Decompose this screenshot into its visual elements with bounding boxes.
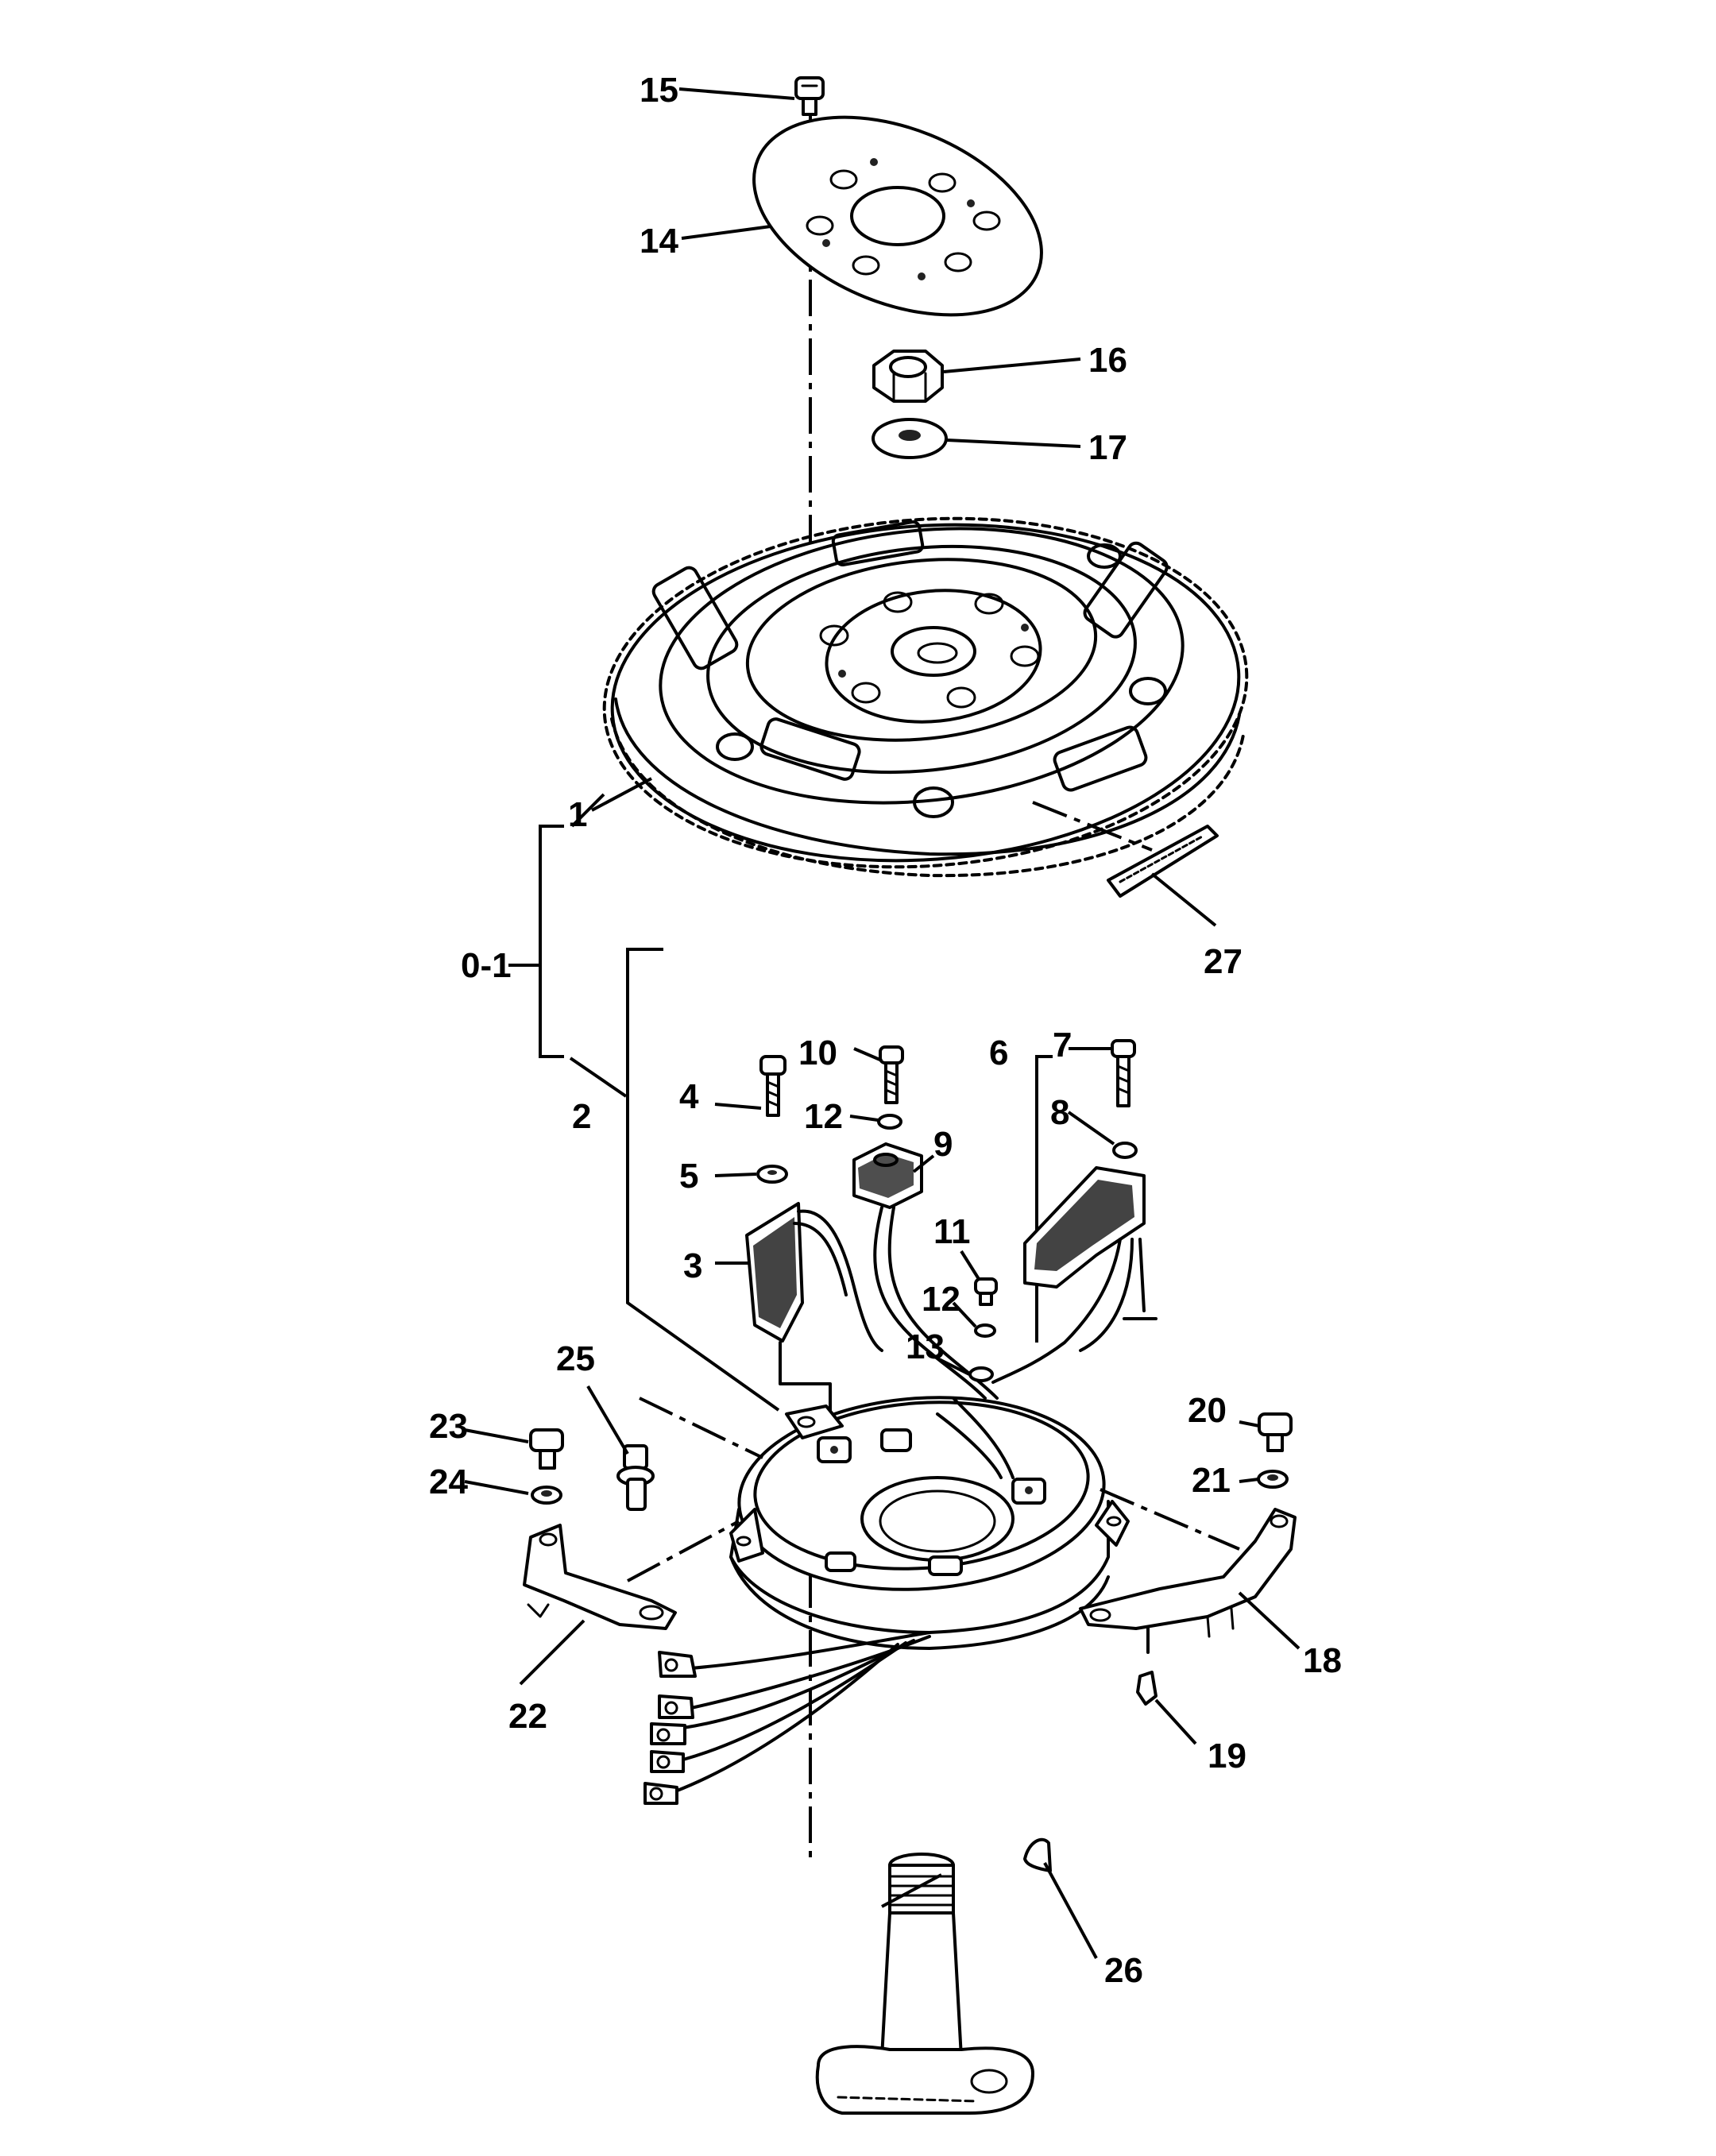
assembly-bracket-0-1 [508, 793, 628, 1098]
callout-27: 27 [1204, 942, 1243, 981]
callout-11: 11 [933, 1212, 971, 1251]
callout-6: 6 [989, 1034, 1008, 1072]
leader-lines [464, 87, 1301, 1959]
callout-23: 23 [429, 1407, 468, 1446]
part-15-screw [794, 76, 825, 116]
part-27-decal [1032, 801, 1219, 898]
part-21-washer [1257, 1470, 1289, 1489]
callout-13: 13 [906, 1327, 945, 1366]
part-24-washer [531, 1486, 562, 1505]
crankshaft [815, 1853, 1034, 2115]
part-23-screw [529, 1428, 564, 1470]
part-12-washer-upper [877, 1114, 902, 1130]
part-17-washer [872, 418, 948, 459]
callout-22: 22 [508, 1697, 547, 1736]
callout-7: 7 [1053, 1026, 1072, 1064]
callout-12-lower: 12 [922, 1280, 960, 1319]
callout-2: 2 [572, 1097, 591, 1136]
part-14-plate [752, 115, 1043, 317]
part-7-screw [1111, 1039, 1136, 1107]
callout-19: 19 [1208, 1737, 1246, 1775]
callout-5: 5 [679, 1157, 698, 1196]
callout-24: 24 [429, 1462, 468, 1501]
callout-14: 14 [640, 222, 678, 261]
part-9-trigger [852, 1142, 999, 1400]
part-4-screw [759, 1055, 786, 1117]
callout-0-1: 0-1 [461, 946, 512, 985]
callout-8: 8 [1050, 1093, 1069, 1132]
callout-17: 17 [1088, 428, 1127, 467]
part-22-lever [523, 1520, 740, 1630]
callout-labels: 15 14 16 17 1 27 0-1 2 10 4 12 9 5 3 6 7… [429, 71, 1342, 1990]
part-16-nut [872, 350, 944, 403]
part-12-washer-lower [974, 1323, 996, 1338]
part-18-lever [1079, 1488, 1297, 1638]
part-10-screw [879, 1045, 904, 1104]
part-1-flywheel [602, 516, 1249, 878]
callout-1: 1 [568, 795, 587, 834]
callout-12-upper: 12 [804, 1097, 843, 1136]
callout-20: 20 [1188, 1391, 1227, 1430]
part-25-stud [616, 1397, 763, 1511]
part-6-coil [991, 1166, 1158, 1384]
part-5-washer [756, 1165, 788, 1184]
callout-16: 16 [1088, 341, 1127, 380]
callout-4: 4 [679, 1077, 699, 1116]
part-3-coil [745, 1202, 883, 1432]
part-20-screw [1258, 1412, 1293, 1452]
part-19-pin [1136, 1627, 1158, 1706]
part-8-washer [1112, 1142, 1138, 1159]
callout-26: 26 [1104, 1951, 1143, 1990]
wire-harness [644, 1631, 931, 1805]
callout-15: 15 [640, 71, 678, 110]
stator-base-plate [729, 1396, 1130, 1650]
callout-9: 9 [933, 1125, 953, 1164]
callout-18: 18 [1303, 1641, 1342, 1680]
part-26-key [1023, 1837, 1052, 1872]
part-2-stator-leader [626, 948, 780, 1412]
callout-10: 10 [798, 1034, 837, 1072]
callout-21: 21 [1192, 1461, 1231, 1500]
part-11-screw [974, 1277, 998, 1306]
callout-3: 3 [683, 1246, 702, 1285]
callout-25: 25 [556, 1339, 595, 1378]
part-13-washer [968, 1366, 994, 1382]
